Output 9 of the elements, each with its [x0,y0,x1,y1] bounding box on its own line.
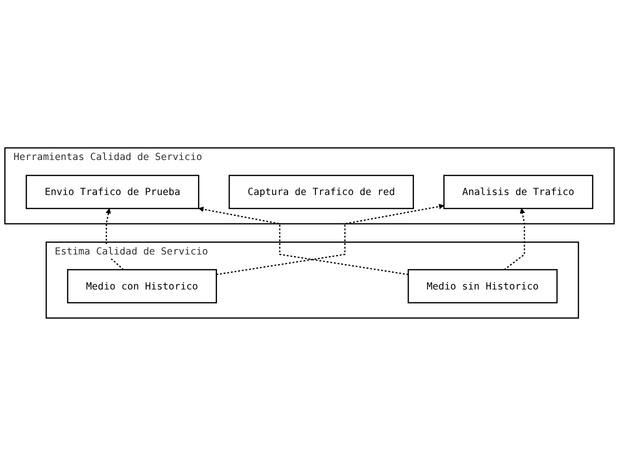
node-box: Envio Trafico de Prueba [26,174,200,210]
node-box: Analisis de Trafico [443,174,594,210]
arrow [198,206,408,276]
node-box: Medio sin Historico [408,269,558,304]
node-box: Medio con Historico [67,269,217,304]
arrow [504,208,526,270]
arrow [216,204,444,276]
node-box: Captura de Trafico de red [228,174,414,210]
arrow [106,208,124,270]
